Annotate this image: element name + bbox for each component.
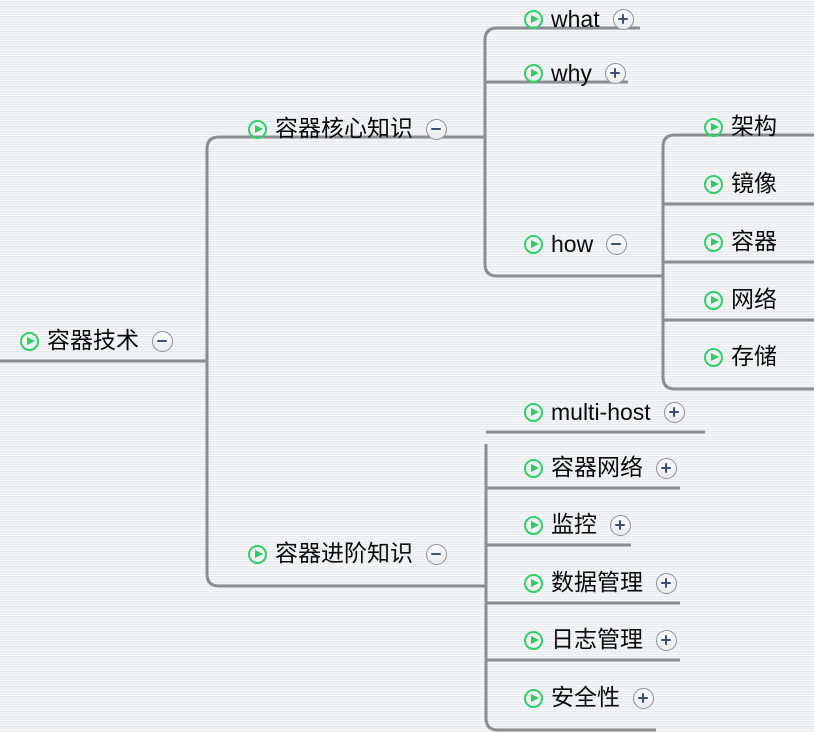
play-circle-icon[interactable] xyxy=(524,9,543,29)
play-circle-icon[interactable] xyxy=(704,232,723,252)
bracket-root-bottom xyxy=(205,573,485,588)
node-label-why: why xyxy=(551,59,592,86)
collapse-toggle-root[interactable] xyxy=(152,330,173,352)
node-how-child-storage[interactable]: 存储 xyxy=(704,337,777,377)
node-how-child-image[interactable]: 镜像 xyxy=(704,164,777,204)
node-label-adv-c5: 日志管理 xyxy=(551,626,643,653)
play-circle-icon[interactable] xyxy=(704,347,723,367)
underline-adv-c6 xyxy=(484,717,656,732)
play-circle-icon[interactable] xyxy=(524,630,543,650)
node-label-adv-c2: 容器网络 xyxy=(551,454,643,481)
collapse-toggle-advanced[interactable] xyxy=(426,543,447,565)
expand-toggle-adv-c1[interactable] xyxy=(663,401,685,423)
play-circle-icon[interactable] xyxy=(524,573,543,593)
node-how[interactable]: how xyxy=(524,224,628,264)
node-adv-child-data-management[interactable]: 数据管理 xyxy=(524,563,677,603)
node-label-root: 容器技术 xyxy=(47,327,139,354)
expand-toggle-adv-c6[interactable] xyxy=(633,687,654,709)
node-adv-child-container-network[interactable]: 容器网络 xyxy=(524,448,677,488)
node-label-adv-c6: 安全性 xyxy=(551,684,620,711)
play-circle-icon[interactable] xyxy=(704,174,723,194)
play-circle-icon[interactable] xyxy=(524,515,543,535)
node-label-how: how xyxy=(551,230,594,257)
play-circle-icon[interactable] xyxy=(248,544,267,564)
expand-toggle-adv-c5[interactable] xyxy=(656,629,677,651)
play-circle-icon[interactable] xyxy=(524,458,543,478)
collapse-toggle-core[interactable] xyxy=(426,118,447,140)
collapse-toggle-how[interactable] xyxy=(606,233,628,255)
node-label-what: what xyxy=(551,5,600,32)
node-label-advanced: 容器进阶知识 xyxy=(275,540,413,567)
play-circle-icon[interactable] xyxy=(248,119,267,139)
play-circle-icon[interactable] xyxy=(524,688,543,708)
node-label-adv-c3: 监控 xyxy=(551,511,597,538)
node-advanced[interactable]: 容器进阶知识 xyxy=(248,534,447,574)
node-adv-child-security[interactable]: 安全性 xyxy=(524,678,654,718)
node-adv-child-multi-host[interactable]: multi-host xyxy=(524,392,685,432)
expand-toggle-adv-c2[interactable] xyxy=(656,457,677,479)
play-circle-icon[interactable] xyxy=(704,290,723,310)
node-label-adv-c1: multi-host xyxy=(551,398,651,425)
node-why[interactable]: why xyxy=(524,53,626,93)
underline-how-c5 xyxy=(661,376,814,391)
play-circle-icon[interactable] xyxy=(524,234,543,254)
node-what[interactable]: what xyxy=(524,0,634,39)
node-label-how-c2: 镜像 xyxy=(731,170,777,197)
expand-toggle-what[interactable] xyxy=(612,8,634,30)
node-how-child-container[interactable]: 容器 xyxy=(704,222,777,262)
node-label-how-c1: 架构 xyxy=(731,113,777,140)
expand-toggle-adv-c4[interactable] xyxy=(656,572,677,594)
underline-how-seg xyxy=(483,263,662,278)
play-circle-icon[interactable] xyxy=(524,63,543,83)
node-root[interactable]: 容器技术 xyxy=(20,321,173,361)
node-adv-child-monitoring[interactable]: 监控 xyxy=(524,505,631,545)
node-how-child-architecture[interactable]: 架构 xyxy=(704,107,777,147)
play-circle-icon[interactable] xyxy=(704,117,723,137)
node-label-how-c4: 网络 xyxy=(731,286,777,313)
play-circle-icon[interactable] xyxy=(20,331,39,351)
expand-toggle-adv-c3[interactable] xyxy=(610,514,631,536)
node-label-core: 容器核心知识 xyxy=(275,115,413,142)
node-label-how-c5: 存储 xyxy=(731,343,777,370)
expand-toggle-why[interactable] xyxy=(604,62,626,84)
underline-adv-c1-join xyxy=(486,432,680,444)
play-circle-icon[interactable] xyxy=(524,402,543,422)
node-adv-child-log-management[interactable]: 日志管理 xyxy=(524,620,677,660)
node-how-child-network[interactable]: 网络 xyxy=(704,280,777,320)
node-label-how-c3: 容器 xyxy=(731,228,777,255)
node-core[interactable]: 容器核心知识 xyxy=(248,109,447,149)
node-label-adv-c4: 数据管理 xyxy=(551,569,643,596)
